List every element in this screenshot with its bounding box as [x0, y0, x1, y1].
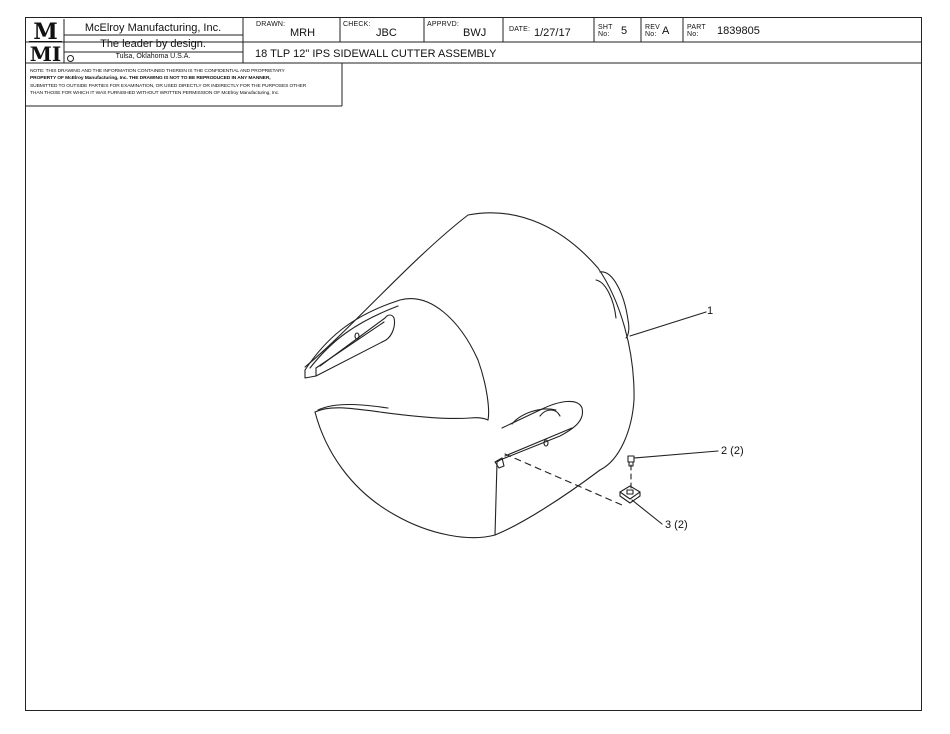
- sheet-label-2: No:: [598, 31, 610, 38]
- mmi-logo-icon: M MI: [29, 19, 62, 63]
- cylinder-bottom-right: [494, 469, 601, 536]
- callout-1: 1: [707, 305, 714, 317]
- sheet-value: 5: [621, 25, 628, 37]
- check-value: JBC: [376, 27, 397, 39]
- part-label-1: PART: [687, 24, 706, 31]
- inner-hub-arc: [511, 408, 557, 425]
- drawing-description: 18 TLP 12" IPS SIDEWALL CUTTER ASSEMBLY: [255, 48, 497, 60]
- proprietary-note: NOTE: THIS DRAWING AND THE INFORMATION C…: [30, 68, 342, 98]
- leader-1: [629, 311, 707, 337]
- hole-upper: [354, 332, 360, 340]
- cylinder-top-edge: [304, 212, 635, 471]
- leader-2: [633, 450, 719, 459]
- company-location: Tulsa, Oklahoma U.S.A.: [115, 53, 191, 60]
- apprvd-label: APPRVD:: [427, 21, 460, 28]
- assembly-dashed-line: [504, 453, 623, 506]
- date-label: DATE:: [509, 26, 531, 33]
- slot-lower-rail-2: [504, 427, 573, 457]
- nut-part: [619, 485, 641, 500]
- leader-3: [631, 499, 663, 525]
- part-value: 1839805: [717, 25, 760, 37]
- rev-label-2: No:: [645, 31, 657, 38]
- hub-bump-inner: [595, 279, 617, 319]
- opening-left-arc: [304, 298, 490, 421]
- logo-top-text: M: [33, 19, 57, 45]
- slot-upper-left: [304, 367, 317, 379]
- company-tagline: The leader by design.: [100, 38, 206, 50]
- slot-upper-rail: [315, 314, 396, 377]
- part-label-2: No:: [687, 31, 699, 38]
- inner-hub-arc-2: [539, 409, 561, 417]
- screw-part: [627, 455, 635, 463]
- sheet-label-1: SHT: [598, 24, 613, 31]
- note-line: NOTE: THIS DRAWING AND THE INFORMATION C…: [30, 69, 285, 74]
- lower-right-rim: [494, 459, 501, 536]
- rev-label-1: REV: [645, 24, 660, 31]
- logo-bottom-text: MI: [30, 42, 62, 63]
- cylinder-bottom-left: [314, 411, 496, 539]
- callout-2: 2 (2): [721, 445, 744, 457]
- lower-left-slot: [494, 457, 505, 469]
- date-value: 1/27/17: [534, 27, 571, 39]
- opening-lower-edge: [314, 407, 489, 421]
- opening-left-inner: [309, 305, 399, 369]
- drawn-label: DRAWN:: [256, 21, 286, 28]
- slot-upper-rail-2: [315, 321, 385, 369]
- hub-bump: [599, 271, 630, 339]
- hole-lower: [543, 439, 549, 447]
- drawing-border: [25, 17, 922, 711]
- company-name: McElroy Manufacturing, Inc.: [84, 22, 222, 34]
- drawn-value: MRH: [290, 27, 316, 39]
- check-label: CHECK:: [343, 21, 371, 28]
- note-line: PROPERTY OF McElroy Manufacturing, Inc. …: [30, 76, 271, 82]
- registered-mark-icon: [67, 55, 74, 62]
- apprvd-value: BWJ: [463, 27, 487, 39]
- callout-3: 3 (2): [665, 519, 688, 531]
- note-line: THAN THOSE FOR WHICH IT WAS FURNISHED WI…: [30, 91, 280, 97]
- rev-value: A: [662, 25, 670, 37]
- slot-lower-rail: [499, 400, 584, 461]
- note-line: SUBMITTED TO OUTSIDE PARTIES FOR EXAMINA…: [30, 83, 307, 89]
- opening-lower-edge-2: [317, 404, 389, 411]
